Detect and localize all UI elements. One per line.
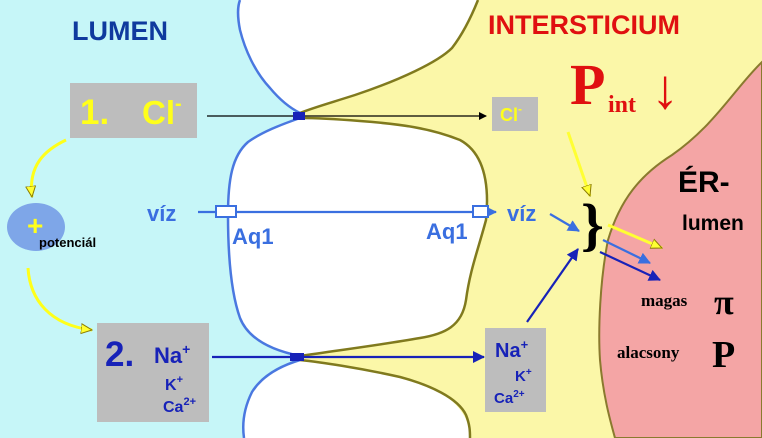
top-epithelial-cell (238, 0, 478, 113)
right-ca: Ca2+ (494, 389, 525, 407)
arrow-na-to-brace (526, 248, 579, 323)
arrow-brace-to-vessel-yellow (607, 223, 662, 250)
arrow-water-to-brace (549, 213, 580, 232)
middle-cell-basolateral-border (299, 116, 489, 358)
down-arrow-icon: ↓ (651, 59, 679, 121)
bottom-epithelial-cell (243, 360, 470, 438)
aquaporin-right-label: Aq1 (426, 219, 468, 244)
bottom-cell-basolateral-border (299, 358, 472, 438)
aquaporin-left (215, 205, 237, 218)
aquaporin-right (472, 205, 489, 218)
chloride-channel (293, 112, 305, 120)
bottom-cell-lumen-border (242, 358, 301, 438)
water-left-label: víz (147, 201, 176, 226)
step2-box (97, 323, 209, 422)
right-k: K+ (515, 367, 532, 385)
positive-potential-circle (7, 203, 65, 251)
arrow-brace-to-vessel-sodium (599, 251, 661, 281)
lumen-label: LUMEN (72, 16, 168, 46)
arrow-potential-to-na (26, 267, 92, 330)
vessel-label-line1: ÉR- (678, 165, 730, 199)
step2-ca: Ca2+ (163, 396, 196, 416)
pressure-subscript: int (608, 92, 636, 118)
high-oncotic-word: magas (641, 291, 688, 310)
step1-ion: Cl- (142, 93, 182, 131)
vessel-lumen-region (598, 60, 762, 438)
middle-cell-lumen-border (226, 116, 301, 358)
right-chloride-box (492, 97, 538, 131)
plus-sign: + (27, 210, 43, 241)
step1-box (70, 83, 197, 138)
vessel-label-line2: lumen (682, 212, 744, 235)
top-cell-basolateral-border (299, 0, 480, 115)
arrow-cl-to-brace (566, 131, 590, 196)
middle-epithelial-cell (228, 118, 487, 356)
interstitium-label: INTERSTICIUM (488, 10, 680, 40)
pressure-symbol: P (570, 52, 605, 117)
pi-symbol: π (714, 282, 734, 322)
convergence-brace: } (581, 192, 604, 257)
arrow-cl-to-potential (31, 138, 67, 197)
interstitial-pressure-label: P int ↓ (570, 52, 679, 121)
aquaporin-left-label: Aq1 (232, 224, 274, 249)
top-cell-lumen-border (236, 0, 301, 115)
low-pressure-word: alacsony (617, 343, 680, 362)
step2-na: Na+ (154, 341, 190, 368)
potential-label: potenciál (39, 235, 96, 250)
water-right-label: víz (507, 201, 536, 226)
step2-k: K+ (165, 374, 183, 394)
right-sodium-box (485, 328, 546, 412)
right-chloride-ion: Cl- (500, 102, 522, 125)
step2-number: 2. (105, 335, 134, 374)
sodium-channel (290, 353, 304, 361)
low-pressure-symbol: P (712, 334, 735, 376)
arrow-brace-to-vessel-water (602, 239, 651, 264)
step1-number: 1. (80, 93, 109, 132)
right-na: Na+ (495, 337, 529, 362)
